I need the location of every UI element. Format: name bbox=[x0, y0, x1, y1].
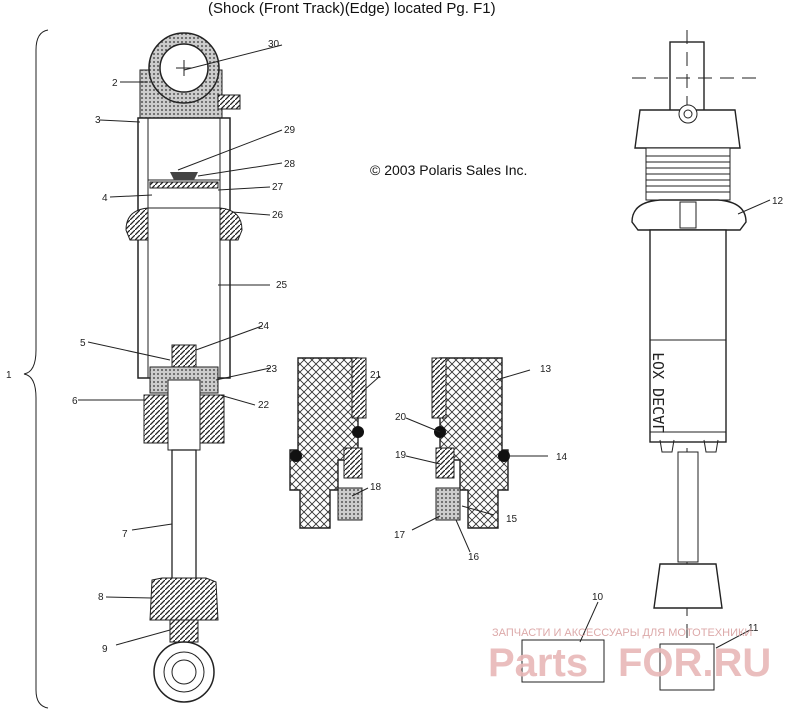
callout-14: 14 bbox=[556, 452, 568, 463]
callout-24: 24 bbox=[258, 321, 270, 332]
callout-5: 5 bbox=[80, 338, 86, 349]
callout-15: 15 bbox=[506, 514, 518, 525]
spring-threads bbox=[646, 155, 730, 193]
callout-1: 1 bbox=[6, 370, 12, 381]
callout-26: 26 bbox=[272, 210, 284, 221]
callout-21: 21 bbox=[370, 370, 382, 381]
callout-8: 8 bbox=[98, 592, 104, 603]
callout-9: 9 bbox=[102, 644, 108, 655]
callout-6: 6 bbox=[72, 396, 78, 407]
callout-23: 23 bbox=[266, 364, 278, 375]
assembly-brace bbox=[23, 29, 49, 709]
watermark-large-left: Parts bbox=[488, 641, 588, 685]
callout-22: 22 bbox=[258, 400, 270, 411]
diagram-caption: (Shock (Front Track)(Edge) located Pg. F… bbox=[208, 0, 496, 17]
watermark: ЗАПЧАСТИ И АКСЕССУАРЫ ДЛЯ МОТОТЕХНИКИ Pa… bbox=[488, 627, 771, 685]
callout-2: 2 bbox=[112, 78, 118, 89]
callout-30: 30 bbox=[268, 39, 280, 50]
callout-10: 10 bbox=[592, 592, 604, 603]
copyright-text: © 2003 Polaris Sales Inc. bbox=[370, 162, 527, 178]
callout-18: 18 bbox=[370, 482, 382, 493]
callout-3: 3 bbox=[95, 115, 101, 126]
callout-27: 27 bbox=[272, 182, 284, 193]
callout-11: 11 bbox=[748, 623, 759, 634]
callout-labels: 1 2 3 4 5 6 7 8 9 10 11 12 13 14 15 16 1… bbox=[6, 39, 784, 655]
leader-lines bbox=[78, 44, 771, 649]
shock-exterior-right: FOX DECAL bbox=[631, 30, 760, 691]
callout-25: 25 bbox=[276, 280, 288, 291]
callout-20: 20 bbox=[395, 412, 407, 423]
callout-4: 4 bbox=[102, 193, 108, 204]
callout-17: 17 bbox=[394, 530, 406, 541]
callout-12: 12 bbox=[772, 196, 784, 207]
watermark-large-right: FOR.RU bbox=[618, 641, 771, 685]
callout-7: 7 bbox=[122, 529, 128, 540]
seal-head-detail bbox=[289, 357, 510, 529]
callout-19: 19 bbox=[395, 450, 407, 461]
decal-text: FOX DECAL bbox=[650, 352, 668, 433]
shock-cutaway-left bbox=[125, 32, 243, 703]
watermark-small-text: ЗАПЧАСТИ И АКСЕССУАРЫ ДЛЯ МОТОТЕХНИКИ bbox=[492, 627, 752, 639]
part-10-decal bbox=[521, 639, 605, 683]
callout-13: 13 bbox=[540, 364, 552, 375]
callout-16: 16 bbox=[468, 552, 480, 563]
callout-28: 28 bbox=[284, 159, 296, 170]
callout-29: 29 bbox=[284, 125, 296, 136]
